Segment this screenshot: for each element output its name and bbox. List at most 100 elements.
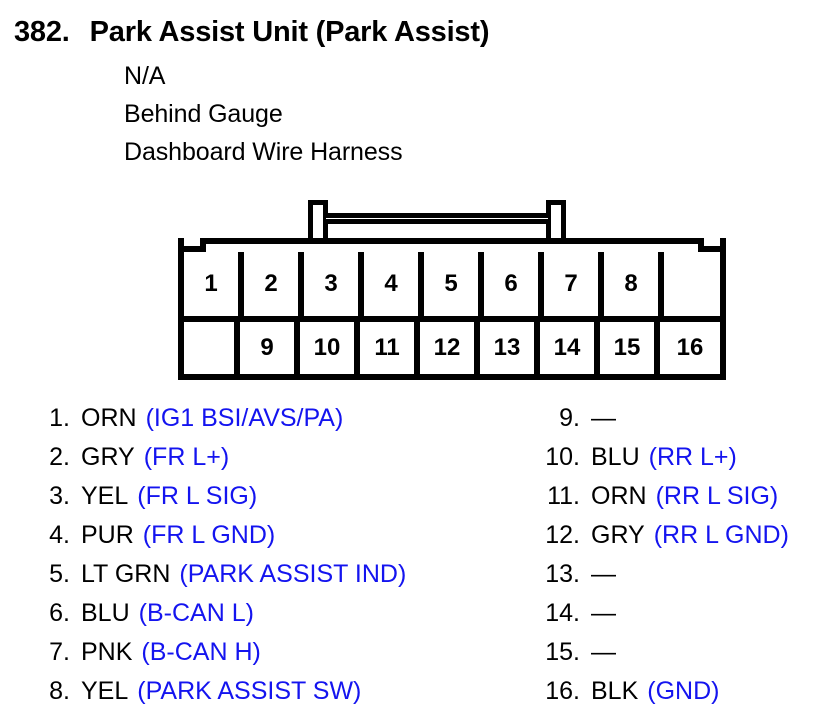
pin-legend-unused-dash: —: [591, 560, 616, 588]
pin-legend-signal-name: (PARK ASSIST IND): [179, 560, 407, 588]
page-title: 382. Park Assist Unit (Park Assist): [14, 16, 489, 49]
entry-title: Park Assist Unit (Park Assist): [89, 16, 490, 48]
connector-notch-left: [184, 238, 206, 252]
pin-legend-item: 13. —: [538, 560, 789, 599]
pin-legend-number: 13.: [545, 560, 580, 588]
pin-legend-signal-name: (RR L SIG): [655, 482, 779, 510]
pin-legend-number: 5.: [49, 560, 70, 588]
pin-legend-number: 6.: [49, 599, 70, 627]
pin-cell-6: 6: [484, 252, 544, 316]
pin-legend-wire-color: GRY: [591, 521, 645, 549]
pin-cell-15: 15: [600, 322, 660, 374]
pin-legend-number: 10.: [545, 443, 580, 471]
pin-legend-unused-dash: —: [591, 638, 616, 666]
pin-number-label: 12: [433, 334, 461, 361]
pin-legend-signal-name: (B-CAN L): [138, 599, 254, 627]
pin-cell-13: 13: [480, 322, 540, 374]
pin-legend-unused-dash: —: [591, 404, 616, 432]
pin-number-label: 1: [204, 270, 218, 297]
pin-number-label: 16: [676, 334, 704, 361]
subtitle-availability: N/A: [124, 62, 166, 90]
pin-legend-number: 8.: [49, 677, 70, 705]
pin-legend-signal-name: (FR L GND): [142, 521, 276, 549]
pin-number-label: 3: [324, 270, 338, 297]
pin-legend-wire-color: PUR: [81, 521, 134, 549]
pin-legend-item: 10. BLU (RR L+): [538, 443, 789, 482]
pin-legend-wire-color: BLK: [591, 677, 639, 705]
pin-number-label: 7: [564, 270, 578, 297]
pin-legend-column-right: 9.—10.BLU(RR L+)11.ORN(RR L SIG)12.GRY(R…: [538, 404, 789, 716]
pin-legend-wire-color: ORN: [81, 404, 137, 432]
pin-cell-10: 10: [300, 322, 360, 374]
pin-number-label: 10: [313, 334, 341, 361]
pin-legend-number: 16.: [545, 677, 580, 705]
pin-legend-item: 14. —: [538, 599, 789, 638]
pin-number-label: 14: [553, 334, 581, 361]
connector-row-divider: [184, 316, 720, 322]
pin-legend-column-left: 1. ORN (IG1 BSI/AVS/PA) 2. GRY (FR L+) 3.YEL(F…: [28, 404, 406, 716]
pin-legend-wire-color: PNK: [81, 638, 133, 666]
pin-legend-number: 15.: [545, 638, 580, 666]
pin-legend-item: 1. ORN (IG1 BSI/AVS/PA): [28, 404, 406, 443]
pin-number-label: 11: [374, 334, 400, 361]
pin-number-label: 2: [264, 270, 278, 297]
pin-cell-2: 2: [244, 252, 304, 316]
pin-cell-8: 8: [604, 252, 664, 316]
pin-legend-number: 2.: [49, 443, 70, 471]
pin-legend-signal-name: (GND): [647, 677, 720, 705]
pin-legend-item: 3.YEL(FR L SIG): [28, 482, 406, 521]
pin-legend-number: 1.: [49, 404, 70, 432]
pin-legend-wire-color: BLU: [81, 599, 130, 627]
pin-cell-9: 9: [240, 322, 300, 374]
pin-legend-item: 2. GRY (FR L+): [28, 443, 406, 482]
pin-legend-signal-name: (FR L+): [143, 443, 230, 471]
pin-cell-12: 12: [420, 322, 480, 374]
pin-cell-7: 7: [544, 252, 604, 316]
pin-number-label: 13: [493, 334, 521, 361]
pin-legend-signal-name: (IG1 BSI/AVS/PA): [145, 404, 344, 432]
pin-cell-16: 16: [660, 322, 720, 374]
pin-cell-4: 4: [364, 252, 424, 316]
pin-legend-number: 4.: [49, 521, 70, 549]
pin-legend-number: 7.: [49, 638, 70, 666]
pin-cell-3: 3: [304, 252, 364, 316]
pin-legend-wire-color: GRY: [81, 443, 135, 471]
pin-cell-11: 11: [360, 322, 420, 374]
bottom-row-blank-cell: [184, 322, 240, 374]
pin-legend-number: 12.: [545, 521, 580, 549]
pin-legend-item: 12.GRY(RR L GND): [538, 521, 789, 560]
pin-legend-item: 9.—: [538, 404, 789, 443]
pin-legend-item: 16. BLK (GND): [538, 677, 789, 716]
pin-legend-item: 5. LT GRN (PARK ASSIST IND): [28, 560, 406, 599]
pin-legend-signal-name: (B-CAN H): [141, 638, 261, 666]
pin-legend-item: 4. PUR (FR L GND): [28, 521, 406, 560]
pin-legend-wire-color: LT GRN: [81, 560, 171, 588]
pin-legend-number: 14.: [545, 599, 580, 627]
pin-legend-item: 15. —: [538, 638, 789, 677]
entry-number: 382.: [14, 16, 70, 48]
pin-legend-item: 7. PNK (B-CAN H): [28, 638, 406, 677]
pin-cell-5: 5: [424, 252, 484, 316]
top-row-blank-cell: [664, 252, 720, 316]
pin-number-label: 15: [613, 334, 641, 361]
pin-legend-signal-name: (RR L+): [648, 443, 737, 471]
pin-legend-signal-name: (FR L SIG): [137, 482, 258, 510]
pin-cell-14: 14: [540, 322, 600, 374]
pin-number-label: 6: [504, 270, 518, 297]
pin-legend-item: 11. ORN (RR L SIG): [538, 482, 789, 521]
pin-legend-unused-dash: —: [591, 599, 616, 627]
pin-number-label: 8: [624, 270, 638, 297]
pin-legend-item: 8.YEL(PARK ASSIST SW): [28, 677, 406, 716]
subtitle-harness: Dashboard Wire Harness: [124, 138, 403, 166]
pin-number-label: 5: [444, 270, 458, 297]
pin-number-label: 9: [260, 334, 274, 361]
pin-legend-number: 11.: [547, 482, 580, 510]
subtitle-location: Behind Gauge: [124, 100, 283, 128]
connector-notch-right: [698, 238, 720, 252]
pin-legend-wire-color: BLU: [591, 443, 640, 471]
pin-legend-item: 6. BLU (B-CAN L): [28, 599, 406, 638]
pin-legend-wire-color: YEL: [81, 677, 129, 705]
pin-legend-wire-color: ORN: [591, 482, 647, 510]
pin-row-bottom: 9 10 11 12 13 14 15 16: [184, 322, 720, 374]
